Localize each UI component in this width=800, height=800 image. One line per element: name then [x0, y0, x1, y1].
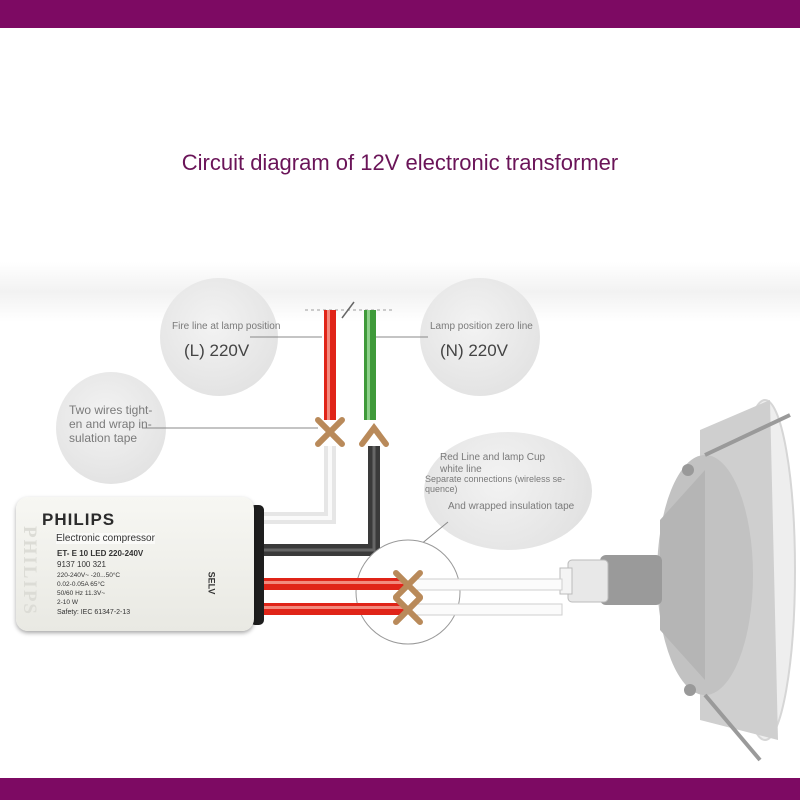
- zero-line-caption: Lamp position zero line: [430, 321, 533, 332]
- device-model: ET- E 10 LED 220-240V: [57, 549, 144, 558]
- spec-row: 220-240V~ -20...50°C: [57, 572, 121, 579]
- zero-line-voltage: (N) 220V: [440, 341, 509, 360]
- connection-bubble: [424, 432, 592, 550]
- tighten-note: Two wires tight- en and wrap in- sulatio…: [69, 403, 153, 445]
- device-label: Electronic compressor: [56, 533, 155, 544]
- device-selv: SELV: [206, 571, 217, 595]
- connect-note-3: And wrapped insulation tape: [448, 501, 575, 512]
- backdrop-strip: [0, 262, 800, 322]
- transformer-icon: [16, 497, 254, 631]
- device-brand: PHILIPS: [42, 510, 116, 529]
- connect-note-2: Separate connections (wireless se- quenc…: [425, 474, 566, 495]
- top-band: [0, 0, 800, 28]
- fire-line-voltage: (L) 220V: [184, 341, 250, 360]
- device-safety: Safety: IEC 61347-2-13: [57, 609, 131, 616]
- bottom-band: [0, 778, 800, 800]
- device-code: 9137 100 321: [57, 560, 106, 569]
- brand-side-text: PHILIPS: [19, 525, 41, 617]
- cut-mark-icon: [341, 301, 355, 319]
- page-title: Circuit diagram of 12V electronic transf…: [181, 150, 619, 175]
- spec-row: 0.02-0.05A 65°C: [57, 581, 105, 588]
- wire-junction-icon: [393, 570, 423, 625]
- connect-note-1: Red Line and lamp Cup white line: [440, 452, 546, 475]
- spec-row: 2-10 W: [57, 599, 78, 606]
- fire-line-caption: Fire line at lamp position: [172, 321, 281, 332]
- lamp-icon: [559, 399, 796, 762]
- zero-line-bubble: [420, 278, 540, 396]
- spec-row: 50/60 Hz 11.3V~: [57, 590, 106, 597]
- wire-junction-icon: [315, 417, 389, 447]
